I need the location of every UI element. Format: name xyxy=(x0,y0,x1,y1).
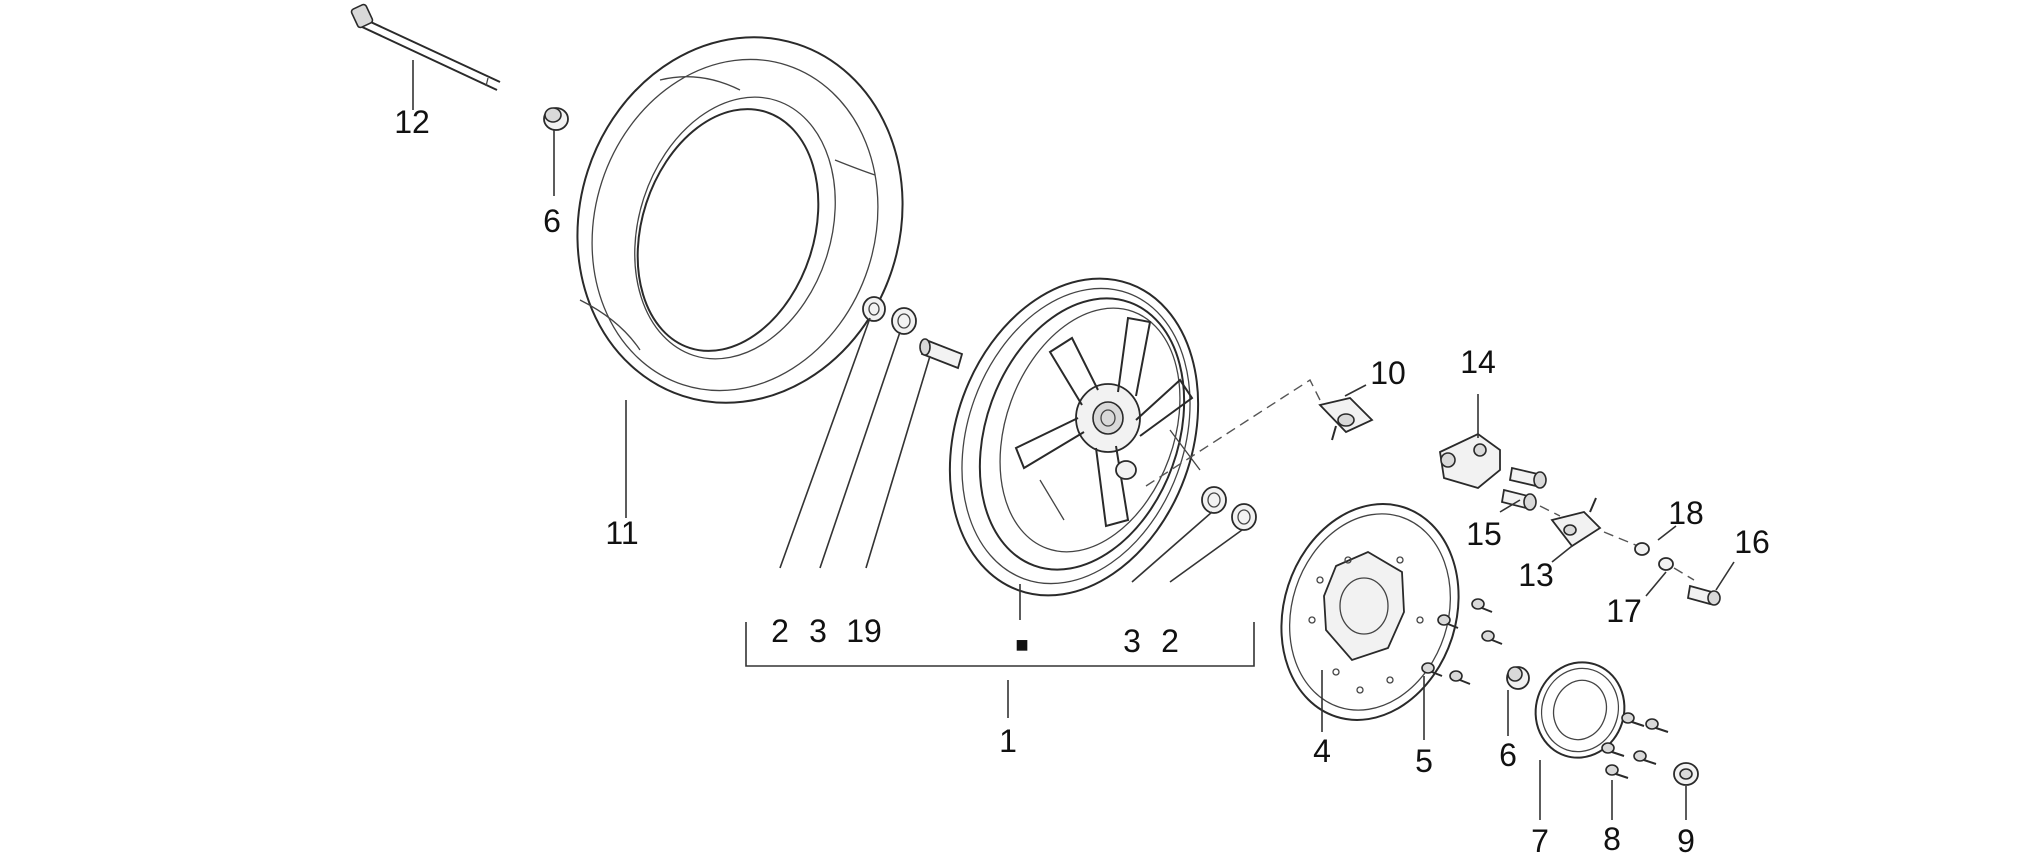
bracket-bolt-upper xyxy=(1508,466,1547,489)
bearing-left-inner xyxy=(891,307,917,335)
hub-spacer-tube xyxy=(919,338,964,370)
assembly-bracket xyxy=(745,622,1255,718)
brake-disc xyxy=(1280,503,1460,721)
callout-3-left: 3 xyxy=(809,613,827,649)
bearing-right-outer xyxy=(1231,503,1257,531)
spacer-top xyxy=(543,107,569,131)
bracket-bolt-lower xyxy=(1500,488,1537,511)
callout-16: 16 xyxy=(1734,524,1770,560)
disc-screws xyxy=(1421,598,1503,685)
callout-5: 5 xyxy=(1415,743,1433,779)
axle-bolt xyxy=(350,3,501,91)
callout-15: 15 xyxy=(1466,516,1502,552)
callout-19: 19 xyxy=(846,613,882,649)
callout-4: 4 xyxy=(1313,733,1331,769)
tire xyxy=(576,36,904,404)
spring-washer xyxy=(1658,557,1674,571)
washer xyxy=(1634,542,1650,556)
assembly-marker: ■ xyxy=(1015,632,1028,657)
spacer-bottom xyxy=(1506,666,1530,690)
callout-3-right: 3 xyxy=(1123,623,1141,659)
sensor-bracket xyxy=(1439,432,1501,489)
leader-lines xyxy=(412,60,1735,820)
callout-7: 7 xyxy=(1531,823,1549,859)
callout-13: 13 xyxy=(1518,557,1554,593)
bearing-right-inner xyxy=(1201,486,1227,514)
callout-11: 11 xyxy=(605,515,638,551)
callout-6-top: 6 xyxy=(543,203,561,239)
callout-1: 1 xyxy=(999,723,1017,759)
callout-9: 9 xyxy=(1677,823,1695,859)
callout-8: 8 xyxy=(1603,821,1621,857)
sensor-bolt xyxy=(1686,584,1721,606)
callout-2-right: 2 xyxy=(1161,623,1179,659)
callout-10: 10 xyxy=(1370,355,1406,391)
bearing-left-outer xyxy=(862,296,886,322)
speed-sensor xyxy=(1550,497,1602,548)
callout-12: 12 xyxy=(394,104,430,140)
callout-2-left: 2 xyxy=(771,613,789,649)
tire-valve xyxy=(1318,397,1374,441)
axle-nut xyxy=(1673,762,1699,786)
callout-18: 18 xyxy=(1668,495,1704,531)
abs-tone-ring xyxy=(1534,661,1626,759)
wheel-rim xyxy=(948,277,1201,597)
callout-6-bottom: 6 xyxy=(1499,737,1517,773)
callout-14: 14 xyxy=(1460,344,1496,380)
tone-ring-screws xyxy=(1601,712,1669,779)
callout-17: 17 xyxy=(1606,593,1642,629)
